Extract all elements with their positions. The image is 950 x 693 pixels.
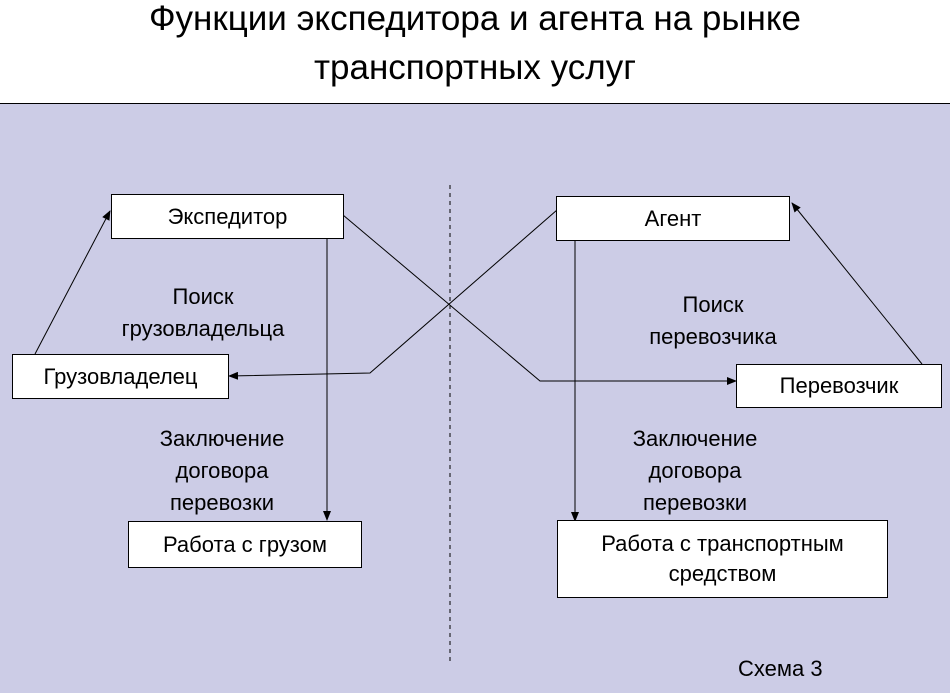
cargo-owner-label: Грузовладелец <box>43 363 198 389</box>
slide-title: Функции экспедитора и агента на рынке тр… <box>0 0 950 104</box>
cargo-work-label: Работа с грузом <box>162 531 328 557</box>
search-carrier-text: Поиск перевозчика <box>649 292 777 349</box>
contract-text-right: Заключение договора перевозки <box>632 426 758 515</box>
arrow-cargo-owner-to-expeditor <box>34 210 111 355</box>
scheme-number: Схема 3 <box>738 656 823 681</box>
carrier-box: Перевозчик <box>736 364 942 408</box>
title-line-2: транспортных услуг <box>314 48 636 87</box>
carrier-label: Перевозчик <box>779 373 899 398</box>
cargo-work-box: Работа с грузом <box>128 521 362 568</box>
title-line-1: Функции экспедитора и агента на рынке <box>148 0 802 38</box>
cargo-owner-box: Грузовладелец <box>12 354 229 399</box>
expeditor-label: Экспедитор <box>167 203 288 229</box>
agent-box: Агент <box>556 196 790 241</box>
vehicle-work-box: Работа с транспортным средством <box>557 520 888 598</box>
arrow-agent-to-cargo-owner <box>228 209 558 380</box>
expeditor-box: Экспедитор <box>111 194 344 239</box>
contract-text-left: Заключение договора перевозки <box>159 426 285 515</box>
arrow-carrier-to-agent <box>791 202 923 365</box>
arrow-expeditor-to-carrier <box>342 214 737 385</box>
vehicle-work-label-2: средством <box>668 561 777 586</box>
search-cargo-owner-text: Поиск грузовладельца <box>121 284 285 341</box>
title-divider <box>0 103 950 104</box>
agent-label: Агент <box>644 205 702 231</box>
vehicle-work-label-1: Работа с транспортным <box>601 531 844 556</box>
